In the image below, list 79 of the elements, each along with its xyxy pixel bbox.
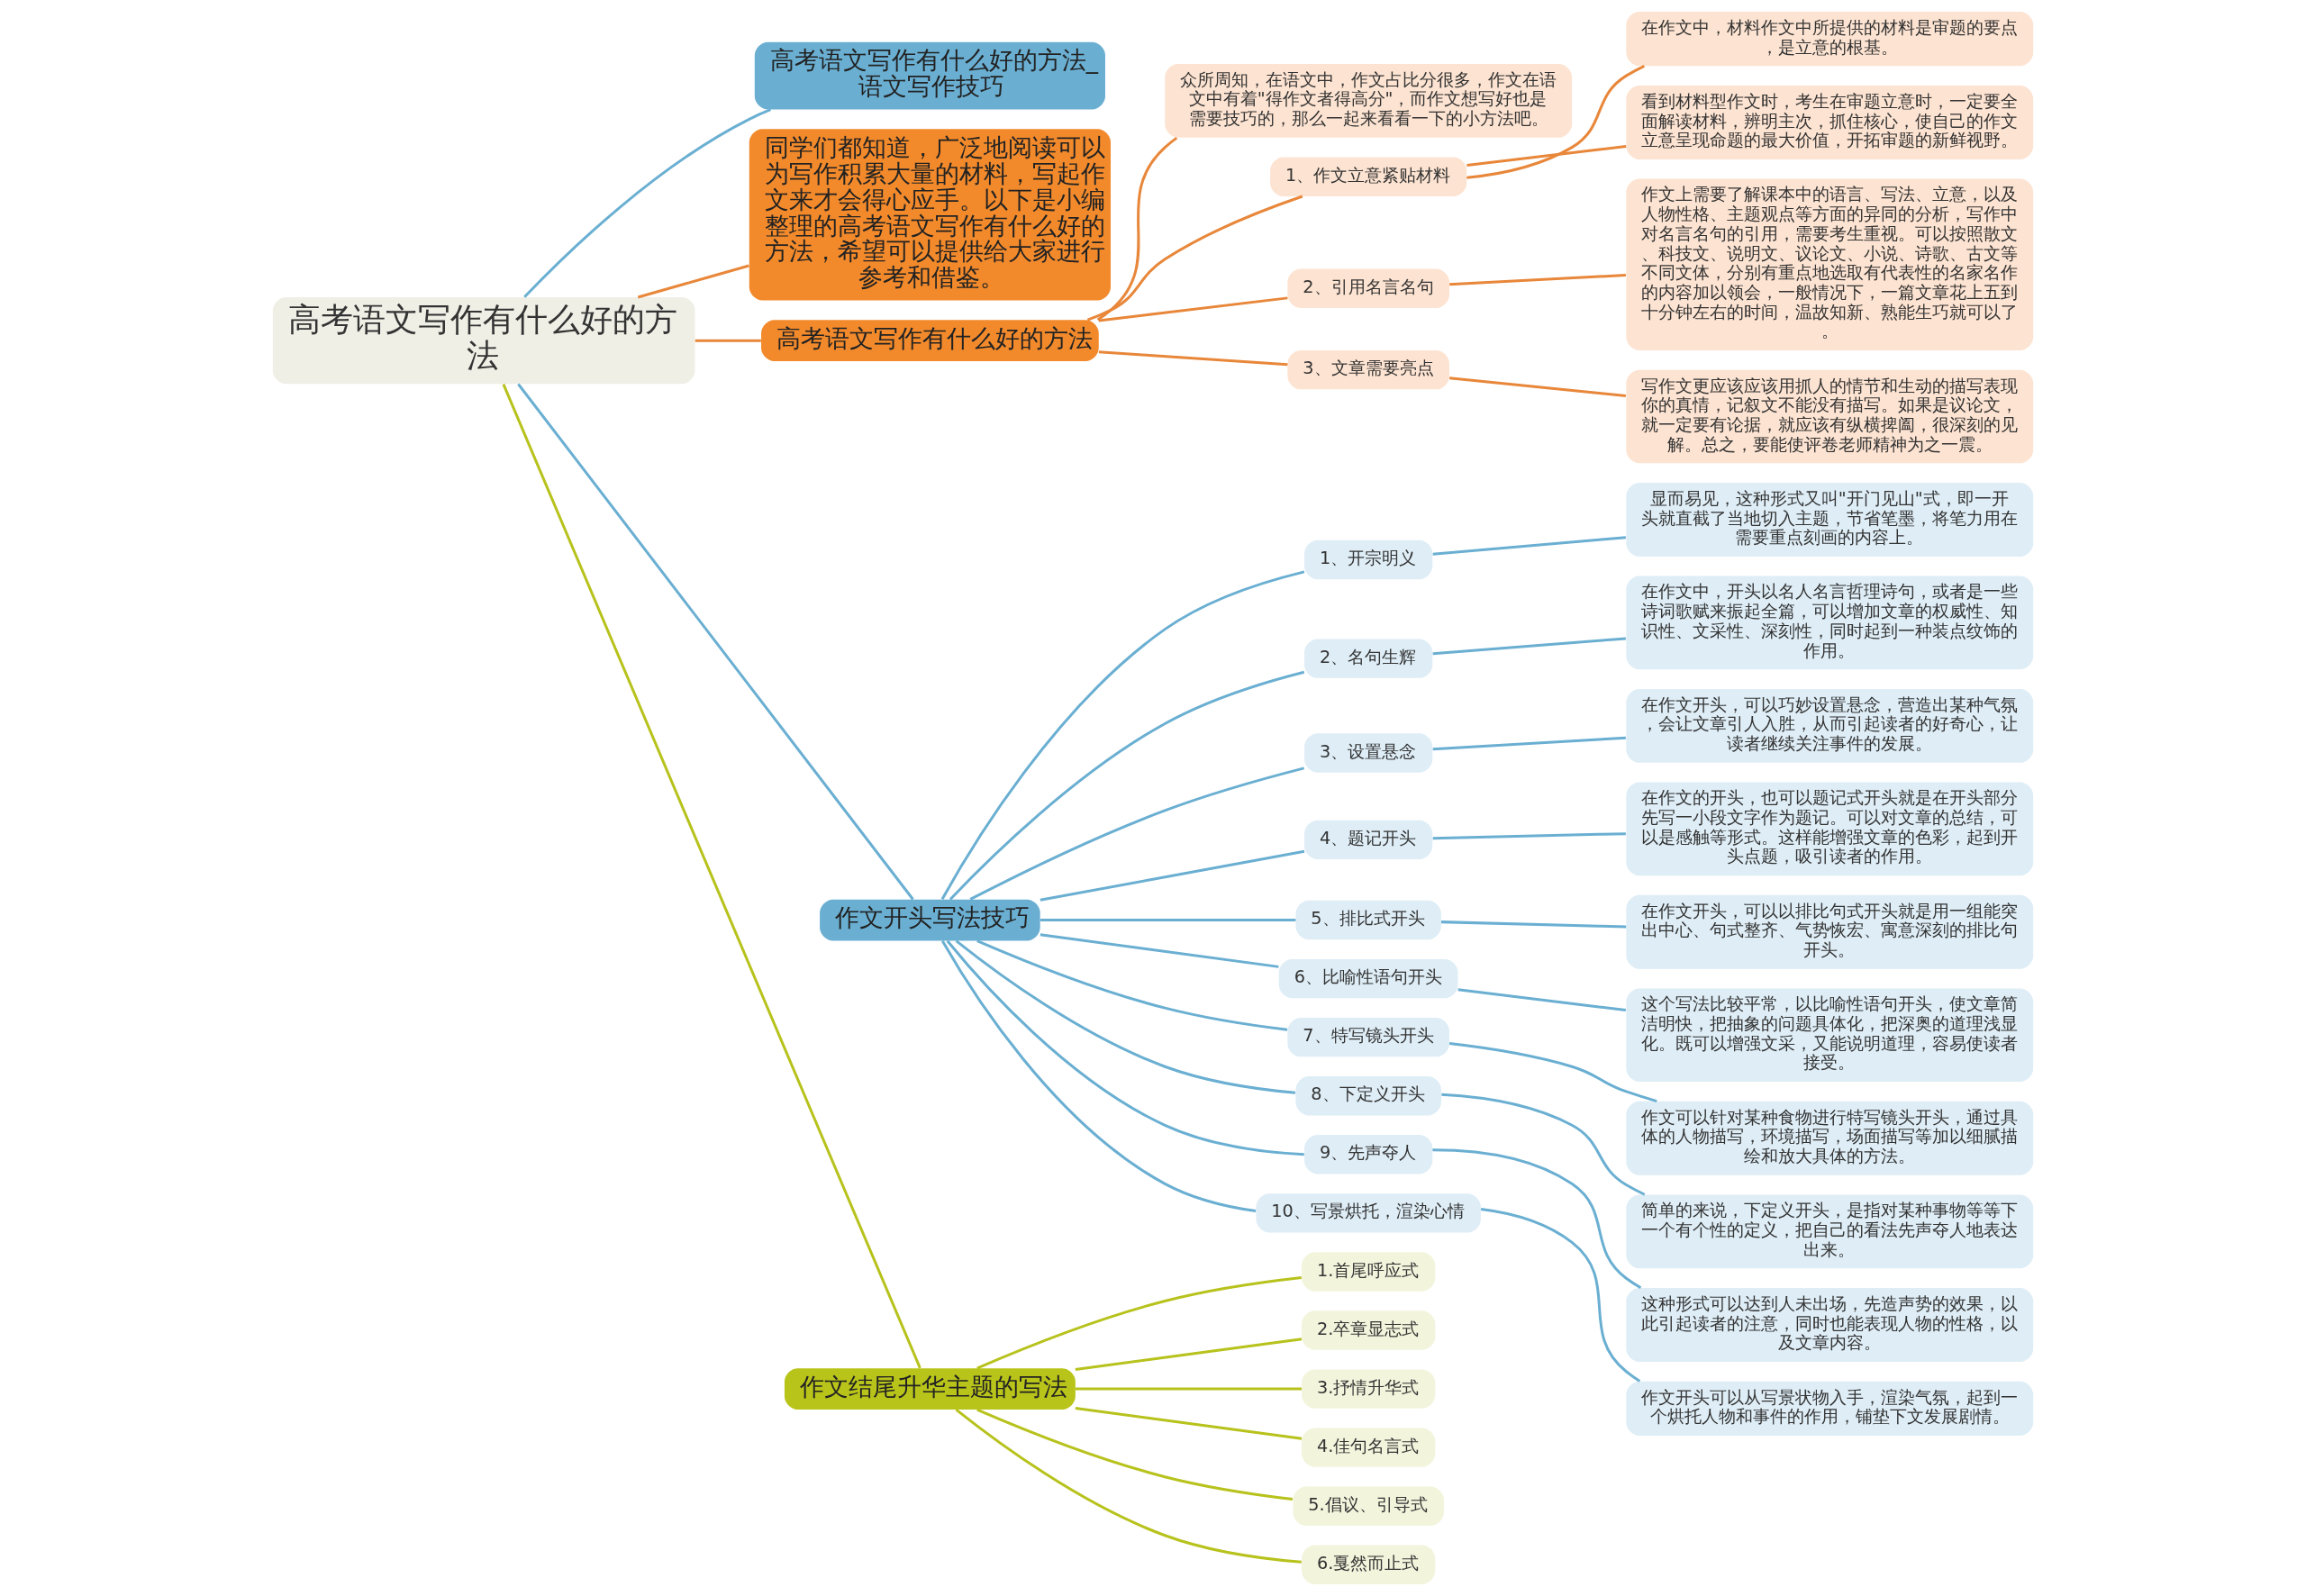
connector	[1449, 376, 1627, 398]
connector	[1440, 920, 1627, 929]
node-box: 看到材料型作文时，考生在审题立意时，一定要全面解读材料，辨明主次，抓住核心，使自己的作文立意呈现命题的最大价值，开拓审题的新鲜视野。	[1626, 86, 2034, 159]
connector	[976, 939, 1288, 1031]
connector	[941, 940, 1257, 1212]
connector	[1432, 637, 1626, 656]
node-box: 2、名句生辉	[1304, 639, 1433, 678]
node-box: 在作文开头，可以巧妙设置悬念，营造出某种气氛，会让文章引人入胜，从而引起读者的好奇心，让读者继续关注事件的发展。	[1626, 688, 2034, 763]
connector	[949, 670, 1305, 901]
connector	[946, 939, 1304, 1156]
node-box: 这个写法比较平常，以比喻性语句开头，使文章简洁明快，把抽象的问题具体化，把深奥的道理浅显化。既可以增强文采，又能说明道理，容易使读者接受。	[1626, 988, 2034, 1083]
connector	[1098, 296, 1288, 322]
connector	[1075, 1387, 1302, 1391]
node-box: 3、文章需要亮点	[1287, 350, 1449, 390]
node-box: 这种形式可以达到人未出场，先造声势的效果，以此引起读者的注意，同时也能表现人物的性格，以及文章内容。	[1626, 1288, 2034, 1362]
node-box: 6.戛然而止式	[1302, 1545, 1436, 1584]
node-box: 10、写景烘托，渲染心情	[1256, 1193, 1481, 1233]
connector	[1466, 65, 1646, 179]
connector	[1432, 736, 1626, 751]
connector	[523, 108, 772, 298]
connector	[940, 570, 1305, 901]
node-box: 2、引用名言名句	[1287, 268, 1449, 308]
connector	[1040, 919, 1296, 922]
node-box: 1.首尾呼应式	[1302, 1252, 1436, 1292]
node-box: 在作文中，开头以名人名言哲理诗句，或者是一些诗词歌赋来振起全篇，可以增加文章的权威性、知识性、文采性、深刻性，同时起到一种装点纹饰的作用。	[1626, 576, 2034, 670]
connector	[1466, 145, 1627, 167]
node-box: 高考语文写作有什么好的方法	[761, 320, 1099, 361]
node-box: 7、特写镜头开头	[1287, 1018, 1449, 1057]
node-box: 8、下定义开头	[1295, 1076, 1441, 1116]
connector	[1086, 195, 1303, 322]
node-box: 写作文更应该应该用抓人的情节和生动的描写表现你的真情，记叙文不能没有描写。如果是议论文，就一定要有论据，就应该有纵横捭阖，很深刻的见解。总之，要能使评卷老师精神为之一震。	[1626, 369, 2034, 464]
node-box: 在作文中，材料作文中所提供的材料是审题的要点，是立意的根基。	[1626, 12, 2034, 67]
node-box: 作文结尾升华主题的写法	[784, 1368, 1076, 1410]
node-box: 3.抒情升华式	[1302, 1369, 1436, 1409]
connector	[1432, 832, 1626, 840]
node-box: 作文开头写法技巧	[820, 899, 1040, 941]
connector	[695, 339, 761, 342]
node-box: 5.倡议、引导式	[1293, 1486, 1444, 1526]
connector	[969, 766, 1305, 901]
connector	[1449, 274, 1626, 286]
node-box: 高考语文写作有什么好的方法	[272, 296, 695, 385]
connector	[637, 264, 749, 299]
connector	[1480, 1208, 1641, 1383]
connector	[502, 384, 921, 1369]
node-box: 1、开宗明义	[1304, 540, 1433, 580]
connector	[1096, 136, 1178, 322]
node-box: 作文开头可以从写景状物入手，渲染气氛，起到一个烘托人物和事件的作用，铺垫下文发展剧情。	[1626, 1381, 2034, 1436]
connector	[1098, 350, 1288, 367]
connector	[976, 1276, 1302, 1370]
connector	[1432, 1148, 1642, 1290]
node-box: 5、排比式开头	[1295, 900, 1441, 940]
node-box: 3、设置悬念	[1304, 733, 1433, 773]
node-box: 1、作文立意紧贴材料	[1270, 157, 1467, 196]
connector	[1040, 933, 1279, 968]
connector	[517, 383, 914, 901]
node-box: 同学们都知道，广泛地阅读可以为写作积累大量的材料，写起作文来才会得心应手。以下是小编整理的高考语文写作有什么好的方法，希望可以提供给大家进行参考和借鉴。	[749, 129, 1111, 301]
connector	[1040, 849, 1305, 902]
connector	[1457, 988, 1627, 1012]
node-box: 高考语文写作有什么好的方法_语文写作技巧	[754, 41, 1105, 110]
node-box: 简单的来说，下定义开头，是指对某种事物等等下一个有个性的定义，把自己的看法先声夺人地表达出来。	[1626, 1194, 2034, 1269]
connector	[1441, 1093, 1646, 1196]
node-box: 在作文的开头，也可以题记式开头就是在开头部分先写一小段文字作为题记。可以对文章的总结，可以是感触等形式。这样能增强文章的色彩，起到开头点题，吸引读者的作用。	[1626, 782, 2034, 876]
connector	[955, 1408, 1302, 1564]
connector	[1448, 1042, 1657, 1103]
node-box: 9、先声夺人	[1304, 1135, 1433, 1174]
node-box: 显而易见，这种形式又叫"开门见山"式，即一开头就直截了当地切入主题，节省笔墨，将笔力用在需要重点刻画的内容上。	[1626, 482, 2034, 557]
connector	[1075, 1407, 1303, 1440]
connector	[1075, 1338, 1303, 1372]
node-box: 作文上需要了解课本中的语言、写法、立意，以及人物性格、主题观点等方面的异同的分析，写作中对名言名句的引用，需要考生重视。可以按照散文、科技文、说明文、议论文、小说、诗歌、古文等不同文体，分别有重点地选取有代表性的名家名作的内容加以领会，一般情况下，一篇文章花上五到十分钟左右的时间，温故知新、熟能生巧就可以了。	[1626, 178, 2034, 350]
node-box: 作文可以针对某种食物进行特写镜头开头，通过具体的人物描写，环境描写，场面描写等加以细腻描绘和放大具体的方法。	[1626, 1101, 2034, 1175]
connector	[955, 939, 1296, 1094]
connector	[1432, 536, 1626, 556]
node-box: 2.卒章显志式	[1302, 1310, 1436, 1350]
node-box: 4.佳句名言式	[1302, 1428, 1436, 1467]
node-box: 众所周知，在语文中，作文占比分很多，作文在语文中有着"得作文者得高分"，而作文想写好也是需要技巧的，那么一起来看看一下的小方法吧。	[1165, 63, 1573, 138]
node-box: 6、比喻性语句开头	[1278, 958, 1458, 999]
node-box: 4、题记开头	[1304, 820, 1433, 860]
node-box: 在作文开头，可以以排比句式开头就是用一组能突出中心、句式整齐、气势恢宏、寓意深刻的排比句开头。	[1626, 894, 2034, 969]
connector	[976, 1408, 1294, 1501]
